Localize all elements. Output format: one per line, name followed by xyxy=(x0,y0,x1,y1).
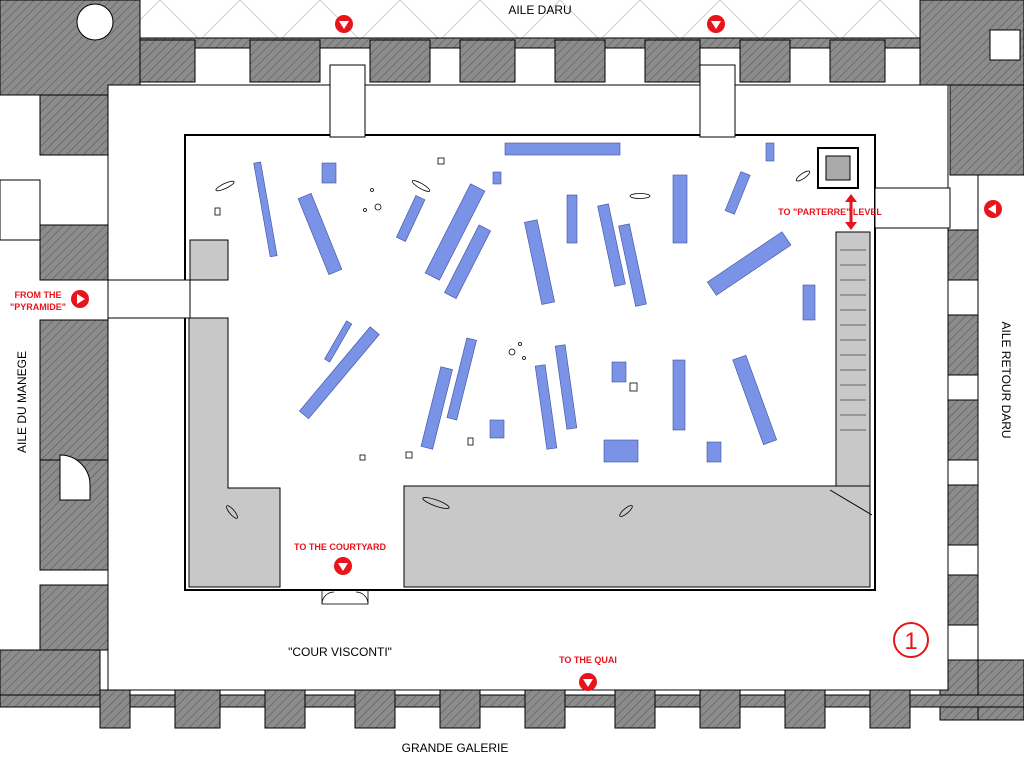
label-aile-retour-daru: AILE RETOUR DARU xyxy=(999,321,1013,438)
ramp-line xyxy=(829,489,873,516)
aile-daru-floor xyxy=(0,0,1024,40)
display-case xyxy=(324,320,353,363)
display-case xyxy=(603,439,639,463)
display-case xyxy=(297,192,343,276)
right-wall xyxy=(939,84,1024,721)
display-case xyxy=(489,419,505,439)
display-case xyxy=(492,171,502,185)
display-case xyxy=(802,284,816,321)
arrow-down-icon xyxy=(579,673,597,691)
footbridges xyxy=(107,64,951,319)
label-aile-daru: AILE DARU xyxy=(508,3,571,17)
arrow-down-icon xyxy=(335,15,353,33)
display-case xyxy=(534,364,558,450)
arrow-right-icon xyxy=(71,290,89,308)
arrow-down-icon xyxy=(334,557,352,575)
display-case xyxy=(253,161,278,258)
display-case xyxy=(611,361,627,383)
display-case xyxy=(396,195,426,242)
display-cases xyxy=(253,142,816,463)
display-case xyxy=(504,142,621,156)
label-aile-du-manege: AILE DU MANEGE xyxy=(15,351,29,453)
display-case xyxy=(672,359,686,431)
display-case xyxy=(618,223,647,307)
exhibition-hall xyxy=(184,134,876,591)
display-case xyxy=(724,171,751,215)
display-case xyxy=(566,194,578,244)
arrow-down-icon xyxy=(707,15,725,33)
label-cour-visconti: "COUR VISCONTI" xyxy=(288,645,392,659)
bottom-wall xyxy=(0,689,1024,729)
display-case xyxy=(298,326,380,420)
display-case xyxy=(321,162,337,184)
display-case xyxy=(420,366,453,450)
top-wall xyxy=(0,0,1024,96)
display-case xyxy=(524,219,555,305)
level-badge: 1 xyxy=(893,622,929,658)
hall-doors xyxy=(321,589,369,605)
label-to-quai: TO THE QUAI xyxy=(559,655,617,665)
display-case xyxy=(597,203,626,287)
display-case xyxy=(706,231,792,296)
display-case xyxy=(765,142,775,162)
display-case xyxy=(706,441,722,463)
display-case xyxy=(444,224,492,299)
level-number: 1 xyxy=(904,628,917,655)
display-case xyxy=(424,183,486,281)
small-exhibits xyxy=(214,157,811,519)
label-from-pyramide-1: FROM THE xyxy=(15,290,62,300)
grande-galerie-floor xyxy=(0,728,1024,768)
display-case xyxy=(446,337,477,421)
left-wall xyxy=(0,94,111,696)
display-case xyxy=(732,354,778,445)
arrow-left-icon xyxy=(984,200,1002,218)
display-case xyxy=(672,174,688,244)
label-from-pyramide-2: "PYRAMIDE" xyxy=(10,302,66,312)
label-to-courtyard: TO THE COURTYARD xyxy=(294,542,387,552)
label-grande-galerie: GRANDE GALERIE xyxy=(402,741,509,755)
label-to-parterre: TO "PARTERRE" LEVEL xyxy=(778,207,882,217)
up-down-arrow-icon xyxy=(845,194,857,230)
display-case xyxy=(554,344,578,430)
